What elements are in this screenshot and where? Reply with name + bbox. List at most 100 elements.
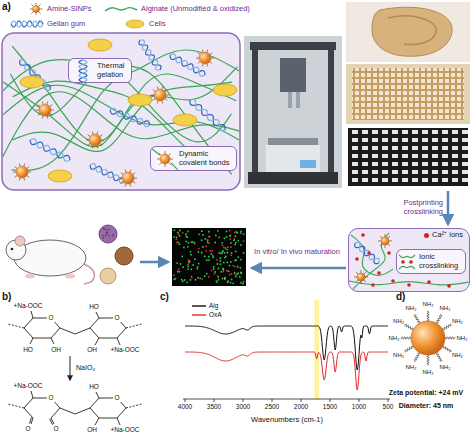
axis-tick: 500 <box>383 403 394 410</box>
chemical-bond <box>29 417 31 423</box>
amine-label: NH₂ <box>423 369 434 376</box>
amine-spike <box>31 4 33 6</box>
stain-dot <box>179 230 181 232</box>
amine-spike <box>202 64 204 67</box>
legend-swatch <box>192 309 206 321</box>
atom-label: OH <box>51 346 61 353</box>
stain-dot <box>237 240 239 242</box>
silica-nanoparticle <box>89 134 101 146</box>
silica-nanoparticle <box>199 52 211 64</box>
gellan-helix <box>11 21 43 27</box>
amine-spike <box>388 236 390 238</box>
nanoparticle-drawing <box>401 311 455 365</box>
bioprinter-photo <box>244 36 342 188</box>
legend-item: Amine-SiNPs <box>30 3 92 15</box>
stain-dot <box>183 247 185 249</box>
legend-swatch <box>30 3 44 15</box>
stain-dot <box>209 236 211 238</box>
amine-spike <box>165 164 166 167</box>
calcium-ion <box>407 283 411 287</box>
gellan-helix <box>139 40 161 70</box>
calcium-ion <box>447 284 451 288</box>
process-box: Dynamic covalent bonds <box>150 146 237 171</box>
stain-dot <box>209 250 211 252</box>
stain-dot <box>230 282 232 284</box>
stain-dot <box>197 277 199 279</box>
amine-spike <box>88 135 90 137</box>
stain-dot <box>218 268 220 270</box>
stain-dot <box>178 233 180 235</box>
amine-spike <box>165 151 166 154</box>
stain-dot <box>223 247 225 249</box>
panel-letter: b) <box>2 291 11 303</box>
stain-dot <box>208 236 210 238</box>
stain-dot <box>202 234 204 236</box>
stain-dot <box>239 267 241 269</box>
alginate-chain <box>12 50 239 170</box>
tick-mark <box>330 399 331 402</box>
gellan-helix <box>20 60 51 90</box>
silica-nanoparticle <box>160 154 170 164</box>
atom-label: HO <box>23 346 33 353</box>
gellan-helix <box>110 108 150 126</box>
axis-tick: 3000 <box>236 403 250 410</box>
amine-spike <box>210 62 212 64</box>
axis-tick: 4000 <box>178 403 192 410</box>
stain-dot <box>228 270 230 272</box>
amine-arm <box>405 346 414 352</box>
amine-spike <box>206 64 208 67</box>
amine-label: NH₂ <box>457 335 468 342</box>
box-icon <box>152 146 178 172</box>
stain-dot <box>182 232 184 234</box>
calcium-ion <box>355 257 359 261</box>
amine-spike <box>206 49 208 52</box>
chemical-bond <box>24 328 33 338</box>
stain-dot <box>208 276 210 278</box>
amine-spike <box>36 110 39 111</box>
amine-spike <box>133 173 135 175</box>
legend-item: Alginate (Unmodified & oxidized) <box>104 3 250 15</box>
stain-dot <box>226 262 228 264</box>
amine-spike <box>30 9 33 10</box>
gellan-helix <box>11 21 43 27</box>
legend-text: Cells <box>149 20 166 28</box>
panel-heading: Ca²⁺ ions <box>424 231 463 240</box>
amine-label: NH₂ <box>452 352 463 359</box>
stain-dot <box>231 252 233 254</box>
stain-dot <box>205 250 207 252</box>
stain-dot <box>187 246 189 248</box>
chemical-bond <box>51 338 54 344</box>
amine-spike <box>169 162 171 164</box>
chemical-bond <box>60 328 75 334</box>
amine-spike <box>100 144 102 146</box>
hydrogel-network <box>3 39 239 187</box>
amine-label: NH₂ <box>393 352 404 359</box>
stain-dot <box>243 281 245 283</box>
texture-dot <box>105 234 107 236</box>
stain-dot <box>201 230 203 232</box>
calcium-ion <box>371 283 375 287</box>
silica-nanoparticle <box>154 89 166 101</box>
gellan-helix <box>355 243 379 264</box>
amine-label: NH₂ <box>406 364 417 371</box>
calcium-ion <box>387 251 391 255</box>
stain-dot <box>240 232 242 234</box>
amine-spike <box>38 105 40 107</box>
legend-line <box>192 314 206 315</box>
tick-mark <box>243 399 244 402</box>
amine-spike <box>36 13 37 16</box>
property-text: Zeta potential: +24 mV <box>389 389 464 397</box>
process-box: Thermal gelation <box>68 58 132 83</box>
stain-dot <box>214 242 216 244</box>
chemical-bond <box>95 418 99 425</box>
stain-dot <box>181 279 183 281</box>
stain-dot <box>214 271 216 273</box>
stain-dot <box>224 252 226 254</box>
amine-arm <box>442 323 451 329</box>
stain-dot <box>218 236 220 238</box>
stain-dot <box>192 264 194 266</box>
amine-spike <box>211 58 214 59</box>
stain-dot <box>217 275 219 277</box>
stain-dot <box>239 276 241 278</box>
axis-tick: 1000 <box>352 403 366 410</box>
